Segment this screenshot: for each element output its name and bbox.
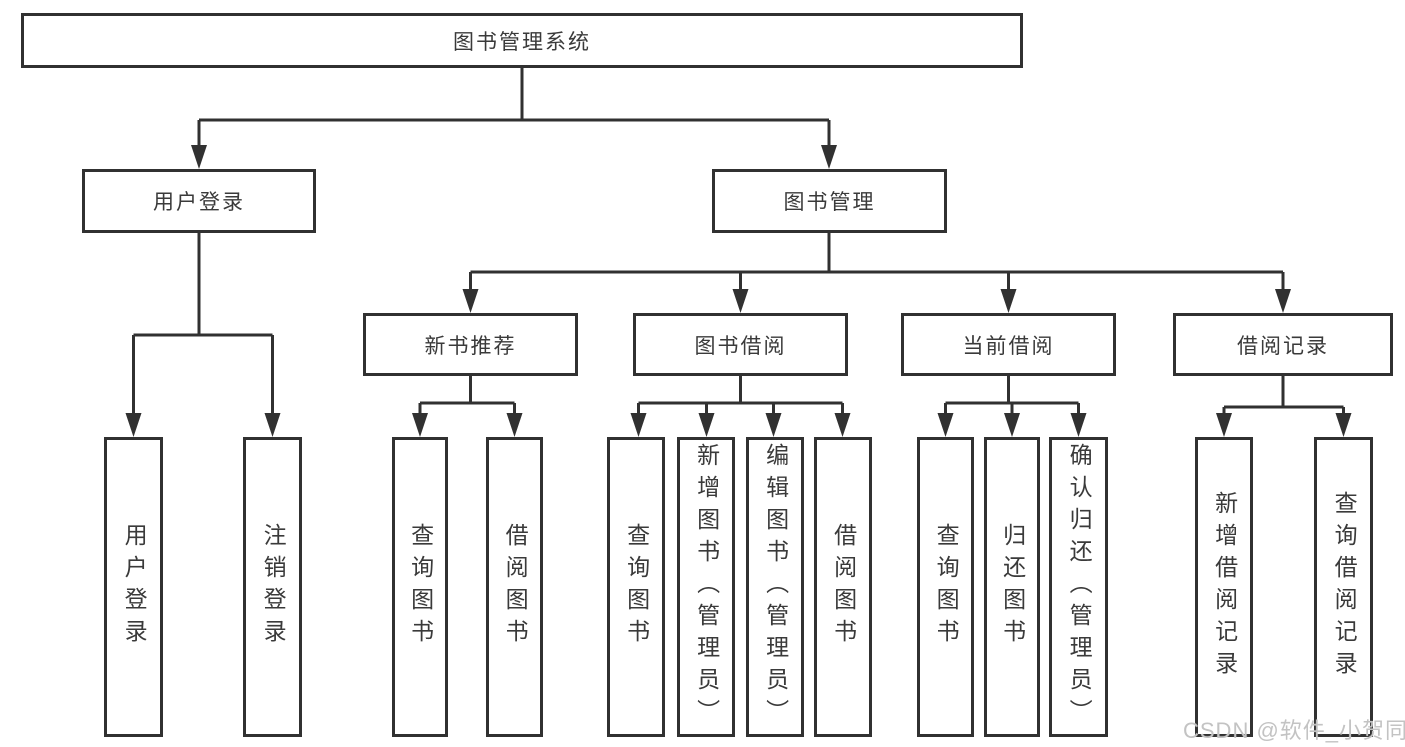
leaf-confirm-return-admin: 确认归还（管理员） [1049, 437, 1108, 737]
node-borrowing-records: 借阅记录 [1173, 313, 1393, 376]
leaf-query-borrow-record: 查询借阅记录 [1314, 437, 1373, 737]
node-current-borrowing: 当前借阅 [901, 313, 1116, 376]
leaf-query-books-borrowing: 查询图书 [607, 437, 665, 737]
arrowheads [125, 145, 1352, 437]
node-book-borrowing: 图书借阅 [633, 313, 848, 376]
watermark: CSDN @软件_小贺同学 [1183, 718, 1405, 743]
leaf-borrow-books-recommend: 借阅图书 [486, 437, 543, 737]
node-library-management-system: 图书管理系统 [21, 13, 1023, 68]
node-new-book-recommendation: 新书推荐 [363, 313, 578, 376]
leaf-user-login: 用户登录 [104, 437, 163, 737]
leaf-borrow-books-borrowing: 借阅图书 [814, 437, 872, 737]
node-book-management: 图书管理 [712, 169, 947, 233]
leaf-add-borrow-record: 新增借阅记录 [1195, 437, 1253, 737]
node-user-login: 用户登录 [82, 169, 316, 233]
leaf-logout: 注销登录 [243, 437, 302, 737]
leaf-edit-book-admin: 编辑图书（管理员） [746, 437, 804, 737]
leaf-query-books-recommend: 查询图书 [392, 437, 448, 737]
leaf-return-books: 归还图书 [984, 437, 1040, 737]
leaf-query-books-current: 查询图书 [917, 437, 974, 737]
leaf-add-book-admin: 新增图书（管理员） [677, 437, 735, 737]
